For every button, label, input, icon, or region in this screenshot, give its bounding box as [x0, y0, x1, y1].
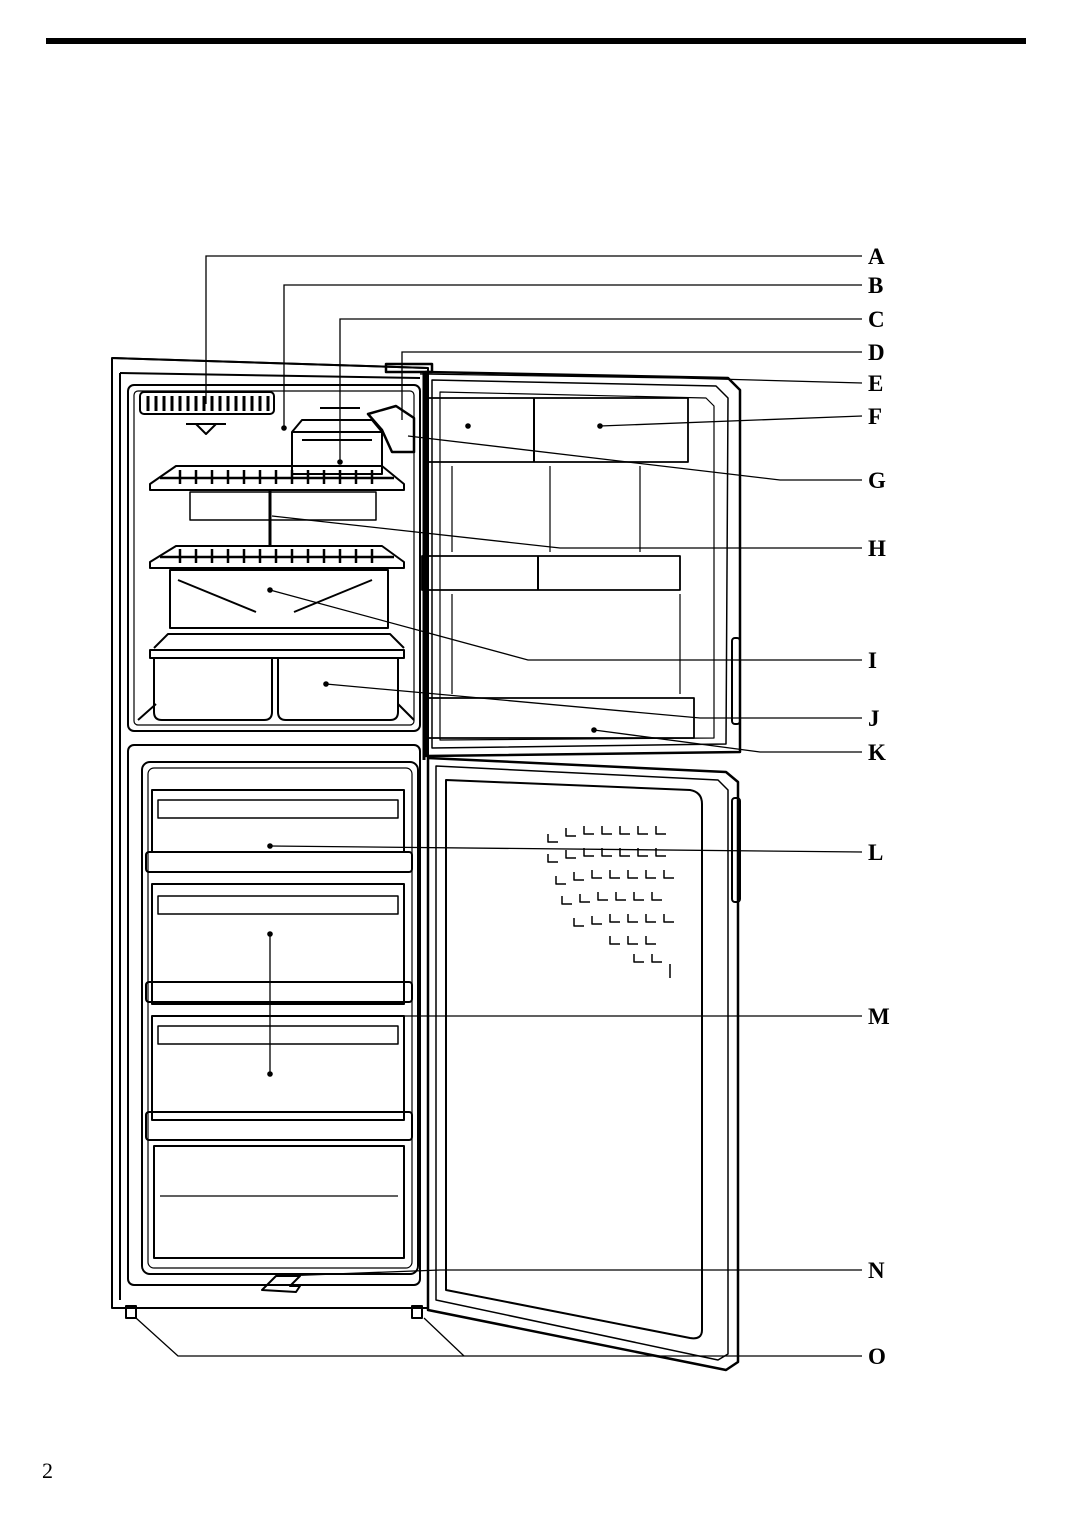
label-f: F	[868, 404, 882, 429]
callout-lines	[135, 255, 863, 1357]
label-k: K	[868, 740, 886, 765]
drain-channel	[261, 1275, 301, 1293]
label-n: N	[868, 1258, 885, 1283]
label-g: G	[868, 468, 886, 493]
label-i: I	[868, 648, 877, 673]
upper-shelf	[149, 465, 405, 491]
label-b: B	[868, 273, 883, 298]
label-e: E	[868, 371, 883, 396]
callout-labels: A B C D E F G H I J K L M N O	[868, 244, 890, 1369]
page-number: 2	[42, 1458, 53, 1483]
freezer-drawer-2	[145, 883, 413, 1005]
label-j: J	[868, 706, 880, 731]
light-housing	[139, 391, 275, 415]
freezer-compartment	[127, 744, 421, 1286]
crisper-drawers	[137, 649, 415, 721]
control-dial	[366, 404, 416, 454]
callout-dots	[267, 423, 603, 1077]
label-l: L	[868, 840, 883, 865]
label-m: M	[868, 1004, 890, 1029]
fridge-door	[421, 370, 742, 760]
freezer-door	[426, 756, 741, 1372]
label-a: A	[868, 244, 885, 269]
freezer-drawer-3	[145, 1015, 413, 1141]
freezer-drawer-1	[145, 789, 413, 873]
label-o: O	[868, 1344, 886, 1369]
crisper-cover	[169, 569, 389, 629]
header-rule	[46, 38, 1026, 44]
appliance-drawing	[111, 357, 742, 1372]
label-h: H	[868, 536, 886, 561]
middle-shelf	[149, 545, 405, 569]
fridge-compartment	[127, 384, 421, 732]
freezer-drawer-4	[153, 1145, 405, 1259]
label-c: C	[868, 307, 885, 332]
label-d: D	[868, 340, 885, 365]
